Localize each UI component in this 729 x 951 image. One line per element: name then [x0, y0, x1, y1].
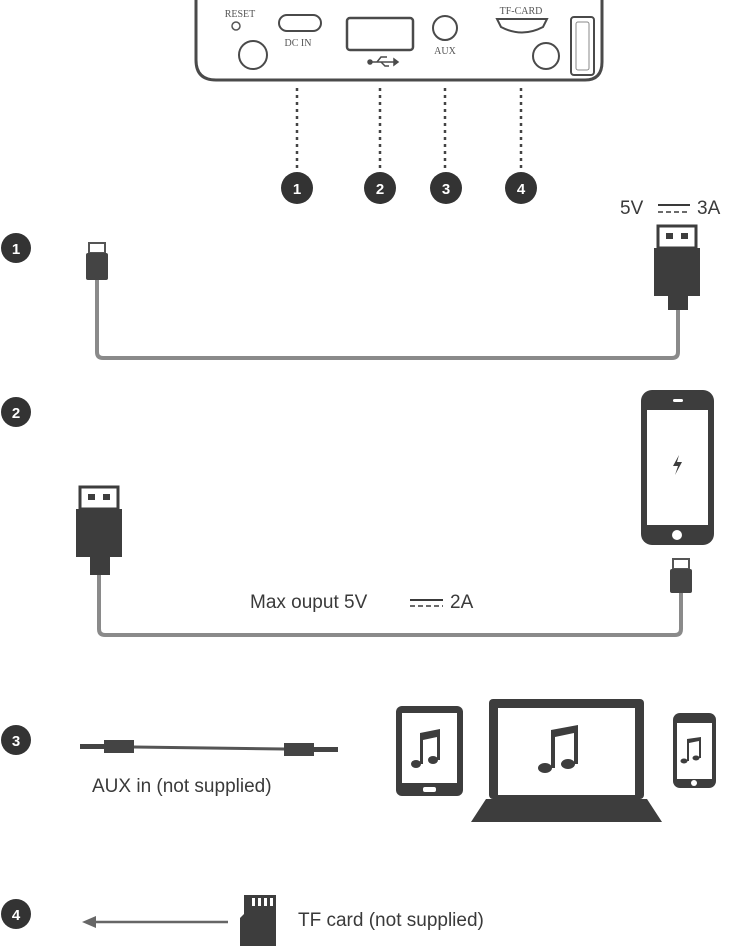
device-side-panel: RESET DC IN AUX TF-CARD: [194, 0, 604, 82]
step-3: 3 AUX in (not supplied): [1, 699, 716, 822]
callout-badges: 1 2 3 4: [281, 172, 537, 204]
svg-text:1: 1: [293, 181, 301, 198]
power-button: [238, 40, 268, 70]
aux-cable: [80, 740, 338, 756]
svg-text:2: 2: [376, 181, 384, 198]
step-badge: [1, 233, 31, 263]
step-badge: [1, 725, 31, 755]
callout-badge: 4: [505, 172, 537, 204]
charging-cable: [95, 280, 680, 360]
usb-port: [345, 16, 415, 52]
aux-jack: [432, 15, 458, 41]
micro-usb-plug: [86, 242, 108, 280]
tablet: [396, 706, 463, 796]
step-number: 3: [12, 733, 20, 750]
laptop: [471, 699, 662, 822]
spec-current: 3A: [697, 198, 721, 219]
dc-in-label: DC IN: [285, 38, 312, 49]
output-current-label: 2A: [450, 592, 474, 613]
svg-text:4: 4: [517, 181, 526, 198]
smartphone: [641, 390, 714, 545]
dc-in-port: [278, 14, 322, 32]
callout-badge: 1: [281, 172, 313, 204]
music-note-icon: [411, 729, 440, 768]
step-badge: [1, 899, 31, 929]
micro-sd-card: [240, 895, 276, 946]
usb-symbol-icon: [367, 56, 400, 67]
step-number: 2: [12, 405, 20, 422]
step-1: 1 5V 3A: [1, 198, 721, 360]
mode-button: [532, 42, 560, 70]
step-2: 2 Max ouput 5V 2A: [1, 390, 714, 637]
spec-voltage: 5V: [620, 198, 644, 219]
usb-a-plug: [76, 485, 122, 575]
indicator-window: [570, 16, 595, 76]
charging-cable: [97, 575, 683, 637]
music-note-icon: [538, 725, 578, 773]
smartphone: [673, 713, 716, 788]
step-number: 4: [12, 907, 21, 924]
arrow-left-icon: [82, 916, 228, 928]
tf-card-label: TF-CARD: [500, 6, 543, 17]
reset-pinhole: [231, 21, 241, 31]
step-badge: [1, 397, 31, 427]
output-spec-label: Max ouput 5V: [250, 592, 368, 613]
reset-label: RESET: [225, 9, 256, 20]
micro-usb-plug: [670, 558, 692, 593]
tf-card-caption: TF card (not supplied): [298, 910, 484, 931]
aux-caption: AUX in (not supplied): [92, 776, 272, 797]
tf-card-slot: [495, 18, 549, 34]
aux-label: AUX: [434, 46, 456, 57]
callout-badge: 3: [430, 172, 462, 204]
callout-badge: 2: [364, 172, 396, 204]
step-4: 4 TF card (not supplied): [1, 895, 484, 946]
svg-text:3: 3: [442, 181, 450, 198]
usb-a-plug: [654, 224, 700, 310]
leader-lines: [295, 88, 523, 168]
step-number: 1: [12, 241, 20, 258]
music-note-icon: [680, 737, 701, 764]
lightning-icon: [673, 455, 682, 475]
